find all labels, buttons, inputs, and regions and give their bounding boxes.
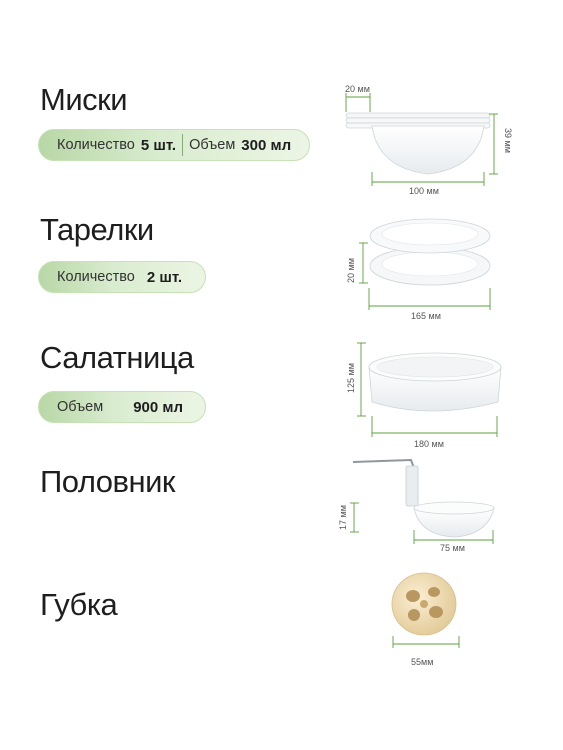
salad-bowl-image — [368, 352, 502, 412]
bowls-volume-value: 300 мл — [241, 136, 292, 154]
bowls-width-dim: 100 мм — [409, 186, 439, 196]
plates-height-dim: 20 мм — [346, 258, 356, 283]
bowls-dimension-lines — [345, 93, 498, 186]
salad-bowl-dimension-lines — [357, 342, 498, 437]
salad-bowl-height-dim: 125 мм — [346, 363, 356, 393]
sponge-width-dim: 55мм — [411, 657, 433, 667]
plates-width-dim: 165 мм — [411, 311, 441, 321]
sponge-dimension-lines — [392, 636, 460, 648]
title-sponge: Губка — [40, 587, 118, 622]
ladle-width-dim: 75 мм — [440, 543, 465, 553]
salad-bowl-volume-value: 900 мл — [133, 398, 184, 416]
ladle-dimension-lines — [350, 502, 494, 544]
bowls-volume-label: Объем — [189, 137, 236, 153]
bowls-spec-pill: Количество 5 шт. Объем 300 мл — [38, 129, 310, 161]
title-ladle: Половник — [40, 464, 176, 499]
plates-quantity-label: Количество — [57, 269, 135, 285]
title-bowls: Миски — [40, 82, 128, 117]
sponge-image — [391, 572, 457, 636]
bowls-quantity-value: 5 шт. — [140, 136, 177, 154]
ladle-height-dim: 17 мм — [338, 505, 348, 530]
salad-bowl-width-dim: 180 мм — [414, 439, 444, 449]
plates-image — [369, 218, 491, 286]
salad-bowl-spec-pill: Объем 900 мл — [38, 391, 206, 423]
ladle-image — [352, 458, 495, 538]
plates-dimension-lines — [359, 242, 491, 310]
title-salad-bowl: Салатница — [40, 340, 194, 375]
bowls-height-dim: 39 мм — [503, 128, 513, 153]
spec-divider — [182, 134, 184, 156]
bowls-stack-image — [345, 112, 491, 175]
bowls-quantity-label: Количество — [57, 137, 135, 153]
bowls-top-dim: 20 мм — [345, 84, 370, 94]
title-plates: Тарелки — [40, 212, 154, 247]
salad-bowl-volume-label: Объем — [57, 399, 104, 415]
plates-quantity-value: 2 шт. — [146, 268, 183, 286]
plates-spec-pill: Количество 2 шт. — [38, 261, 206, 293]
